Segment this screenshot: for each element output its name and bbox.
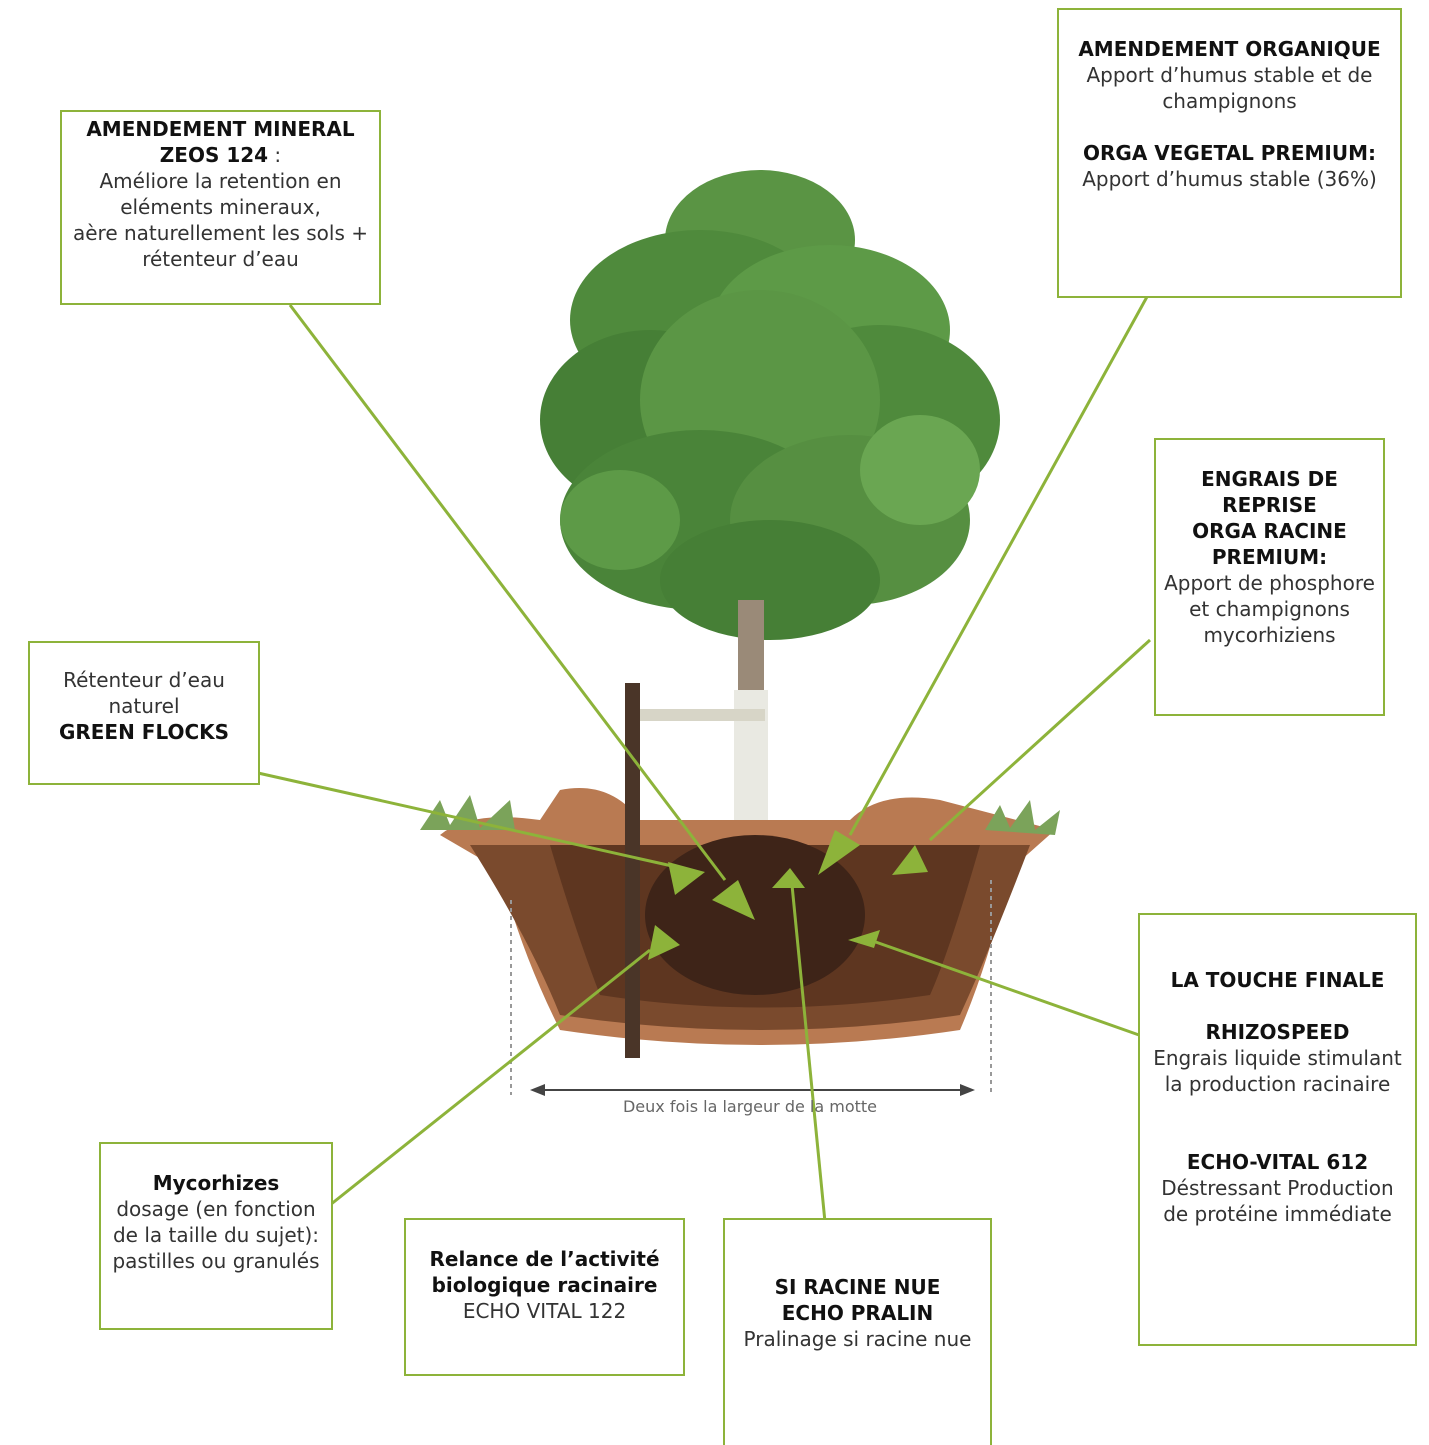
measure-label: Deux fois la largeur de la motte [622,1097,878,1116]
organic-amendment-box: AMENDEMENT ORGANIQUE Apport d’humus stab… [1057,8,1402,298]
racine-nue-product: ECHO PRALIN [781,1301,934,1325]
mycorhizes-box: Mycorhizes dosage (en fonction de la tai… [99,1142,333,1330]
finale-product1: RHIZOSPEED [1205,1020,1350,1044]
organic-product-desc: Apport d’humus stable (36%) [1082,167,1377,191]
grass-left [420,795,515,830]
support-stake [625,683,640,1058]
finale-desc2: Déstressant Production de protéine imméd… [1161,1176,1394,1226]
mineral-title: AMENDEMENT MINERAL [86,117,355,141]
reprise-product: ORGA RACINE PREMIUM: [1192,519,1347,569]
relance-title: Relance de l’activité biologique racinai… [429,1247,660,1297]
mineral-amendment-box: AMENDEMENT MINERAL ZEOS 124 : Améliore l… [60,110,381,305]
mycorhizes-title: Mycorhizes [152,1171,280,1195]
relance-box: Relance de l’activité biologique racinai… [404,1218,685,1376]
mineral-line2: aère naturellement les sols + rétenteur … [72,221,368,271]
racine-nue-box: SI RACINE NUE ECHO PRALIN Pralinage si r… [723,1218,992,1445]
mineral-product: ZEOS 124 [159,143,269,167]
callout-lines [257,294,1152,1223]
green-flocks-product: GREEN FLOCKS [58,720,230,744]
reprise-fertilizer-box: ENGRAIS DE REPRISE ORGA RACINE PREMIUM: … [1154,438,1385,716]
finale-product2: ECHO-VITAL 612 [1186,1150,1369,1174]
organic-desc: Apport d’humus stable et de champignons [1086,63,1373,113]
mineral-line1: Améliore la retention en eléments minera… [99,169,342,219]
green-flocks-box: Rétenteur d’eau naturel GREEN FLOCKS [28,641,260,785]
reprise-desc: Apport de phosphore et champignons mycor… [1164,571,1375,647]
measure-arrow-left [530,1084,545,1096]
racine-nue-title: SI RACINE NUE [774,1275,941,1299]
green-flocks-desc: Rétenteur d’eau naturel [63,668,225,718]
racine-nue-desc: Pralinage si racine nue [743,1327,972,1351]
mineral-product-suffix: : [268,143,282,167]
stake-tie [640,709,765,721]
finale-desc1: Engrais liquide stimulant la production … [1153,1046,1402,1096]
tree-foliage [540,170,1000,640]
mineral-product-line: ZEOS 124 : [68,142,373,168]
reprise-title: ENGRAIS DE REPRISE [1201,467,1338,517]
relance-product: ECHO VITAL 122 [462,1299,627,1323]
measure-arrow-right [960,1084,975,1096]
organic-product: ORGA VEGETAL PREMIUM: [1083,141,1376,165]
finale-title: LA TOUCHE FINALE [1170,968,1385,992]
mycorhizes-desc: dosage (en fonction de la taille du suje… [112,1197,320,1273]
organic-title: AMENDEMENT ORGANIQUE [1078,37,1381,61]
finale-box: LA TOUCHE FINALE RHIZOSPEED Engrais liqu… [1138,913,1417,1346]
callout-arrowheads [648,830,928,960]
grass-right [985,800,1060,835]
